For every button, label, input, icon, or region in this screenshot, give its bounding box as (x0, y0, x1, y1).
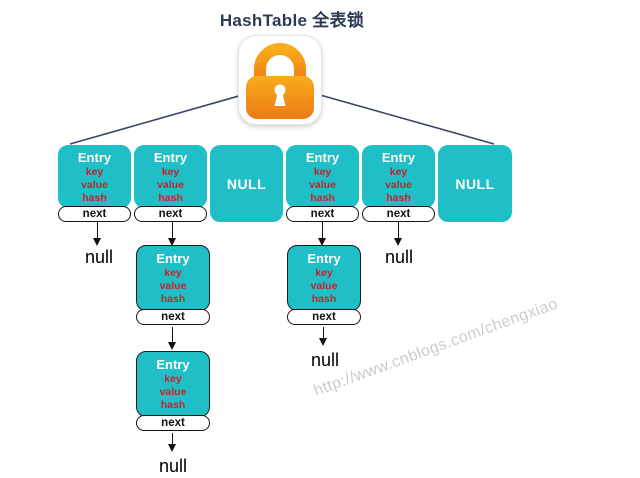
entry-body: Entry key value hash (362, 145, 435, 208)
arrow-bucket3-level2-down (319, 327, 327, 346)
entry-field-value: value (385, 179, 412, 191)
entry-body: Entry key value hash (286, 145, 359, 208)
entry-field-hash: hash (386, 192, 411, 204)
lock-icon (238, 35, 322, 125)
entry-field-key: key (85, 166, 104, 178)
entry-body: Entry key value hash (134, 145, 207, 208)
next-pointer: next (286, 206, 359, 222)
bucket-3-entry-2: Entry key value hash next (287, 245, 361, 325)
entry-field-hash: hash (160, 399, 186, 411)
entry-body: Entry key value hash (287, 245, 361, 311)
entry-field-value: value (309, 179, 336, 191)
entry-field-key: key (161, 166, 180, 178)
entry-body: Entry key value hash (136, 351, 210, 417)
entry-field-key: key (389, 166, 408, 178)
entry-field-hash: hash (158, 192, 183, 204)
entry-field-hash: hash (311, 293, 337, 305)
entry-field-value: value (159, 386, 187, 398)
entry-title: Entry (153, 150, 188, 165)
next-pointer: next (287, 309, 361, 325)
next-pointer: next (362, 206, 435, 222)
bucket-4-entry: Entry key value hash next (362, 145, 435, 222)
entry-title: Entry (307, 251, 341, 266)
next-pointer: next (134, 206, 207, 222)
arrow-bucket4-down (394, 222, 402, 246)
null-ref-bucket4: null (384, 247, 414, 267)
null-ref-bucket0: null (84, 247, 114, 267)
bucket-1-entry-3: Entry key value hash next (136, 351, 210, 431)
null-ref-bucket1: null (158, 456, 188, 476)
bucket-1-entry-2: Entry key value hash next (136, 245, 210, 325)
arrow-bucket1-level3-down (168, 433, 176, 452)
bucket-5-null: NULL (438, 145, 512, 222)
entry-field-key: key (164, 373, 182, 385)
entry-title: Entry (305, 150, 340, 165)
entry-field-value: value (310, 280, 338, 292)
entry-field-value: value (81, 179, 108, 191)
entry-field-key: key (164, 267, 182, 279)
next-pointer: next (58, 206, 131, 222)
bucket-2-null: NULL (210, 145, 283, 222)
arrow-bucket1-level2-down (168, 327, 176, 350)
bucket-1-entry: Entry key value hash next (134, 145, 207, 222)
entry-body: Entry key value hash (136, 245, 210, 311)
entry-field-hash: hash (310, 192, 335, 204)
arrow-bucket1-down (168, 222, 176, 246)
arrow-bucket3-down (318, 222, 326, 246)
null-ref-bucket3: null (310, 350, 340, 370)
entry-title: Entry (156, 251, 190, 266)
arrow-bucket0-down (93, 222, 101, 246)
next-pointer: next (136, 309, 210, 325)
entry-field-value: value (159, 280, 187, 292)
entry-field-key: key (315, 267, 333, 279)
entry-field-hash: hash (160, 293, 186, 305)
bucket-0-entry: Entry key value hash next (58, 145, 131, 222)
page-title: HashTable 全表锁 (219, 11, 365, 30)
entry-title: Entry (156, 357, 190, 372)
bucket-3-entry: Entry key value hash next (286, 145, 359, 222)
entry-body: Entry key value hash (58, 145, 131, 208)
entry-field-key: key (313, 166, 332, 178)
entry-field-hash: hash (82, 192, 107, 204)
entry-title: Entry (77, 150, 112, 165)
next-pointer: next (136, 415, 210, 431)
entry-title: Entry (381, 150, 416, 165)
entry-field-value: value (157, 179, 184, 191)
